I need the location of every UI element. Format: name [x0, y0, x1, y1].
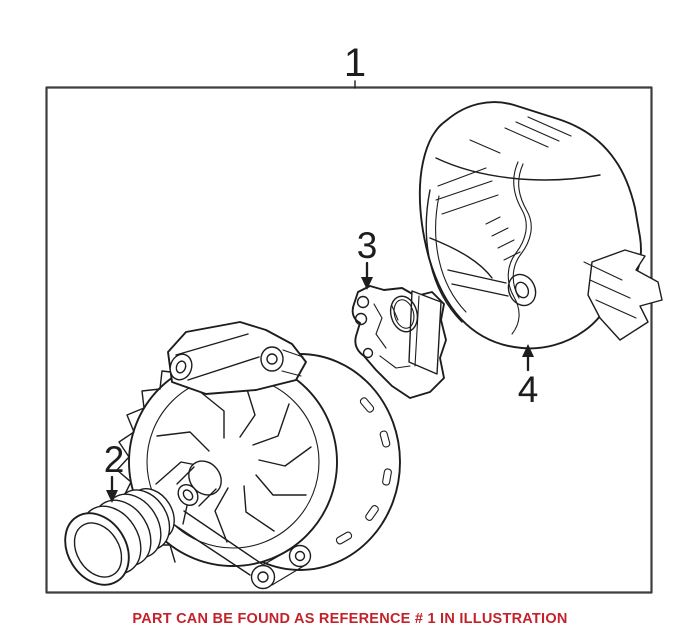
- bracket-bushing: [169, 353, 193, 381]
- callout-4: 4: [518, 344, 539, 410]
- bracket-bushing: [260, 346, 284, 372]
- part-voltage-regulator: [351, 285, 447, 399]
- part-alternator: [116, 321, 401, 590]
- regulator-opening: [389, 295, 419, 333]
- part-rear-cover: [418, 101, 663, 350]
- pulley-front-flange: [64, 512, 130, 586]
- alternator-shaft: [176, 460, 222, 507]
- callout-4-arrowhead: [522, 344, 534, 357]
- alternator-top-bracket: [167, 321, 307, 395]
- callout-1: 1: [344, 41, 366, 89]
- reference-caption: PART CAN BE FOUND AS REFERENCE # 1 IN IL…: [132, 611, 568, 627]
- callout-1-label: 1: [344, 41, 366, 85]
- regulator-screw-hole: [356, 295, 370, 309]
- part-pulley: [64, 488, 175, 586]
- cover-opening-rim: [425, 189, 463, 323]
- callout-3: 3: [357, 225, 378, 290]
- cover-bearing-boss: [507, 273, 537, 307]
- callout-3-arrowhead: [361, 277, 373, 290]
- alternator-bottom-mounts: [169, 510, 312, 590]
- callout-4-label: 4: [518, 369, 539, 410]
- cover-vent-slots: [469, 116, 572, 154]
- mount-eyelet: [250, 564, 276, 590]
- alternator-vent-slots: [335, 397, 392, 545]
- regulator-screw-hole: [354, 312, 368, 326]
- cover-wiring-harness: [507, 161, 527, 335]
- callout-2-label: 2: [104, 439, 125, 480]
- callout-2-arrowhead: [106, 490, 118, 503]
- callout-2: 2: [104, 439, 125, 503]
- regulator-screw-hole: [362, 347, 374, 359]
- mount-eyelet: [288, 544, 312, 568]
- callout-3-label: 3: [357, 225, 378, 266]
